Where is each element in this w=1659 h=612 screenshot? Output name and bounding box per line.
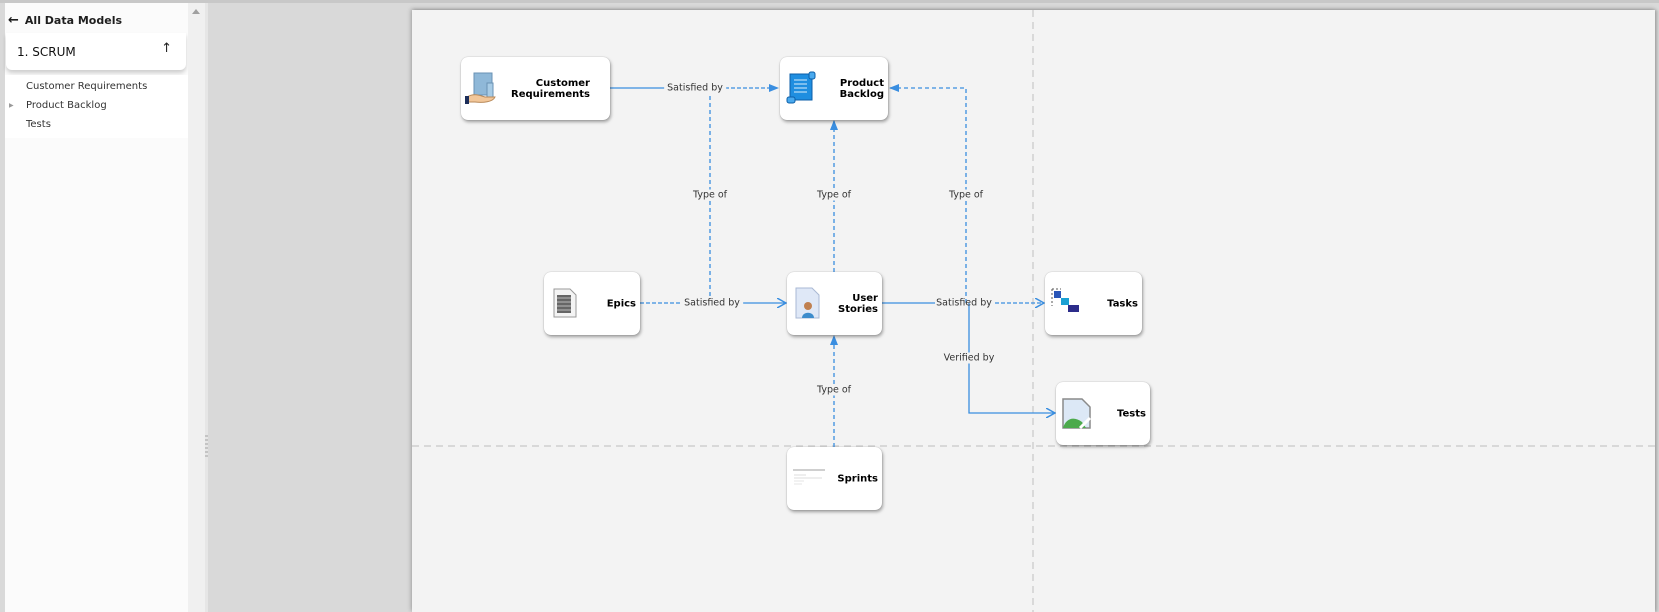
tree-item-label: Customer Requirements <box>26 81 148 92</box>
task-hierarchy-icon <box>1051 288 1079 312</box>
node-sprints[interactable]: Sprints <box>787 447 882 510</box>
data-model-name: 1. SCRUM <box>17 45 76 59</box>
edge-label[interactable]: Verified by <box>940 352 998 364</box>
node-tests[interactable]: Tests <box>1056 382 1150 445</box>
data-model-card[interactable]: 1. SCRUM ↑ <box>6 33 186 70</box>
scroll-icon <box>786 71 816 104</box>
entity-tree: Customer Requirements ▶ Product Backlog … <box>5 75 188 138</box>
node-epics[interactable]: Epics <box>544 272 640 335</box>
top-border <box>0 0 1659 3</box>
node-label: Epics <box>606 298 636 309</box>
edge-label[interactable]: Satisfied by <box>664 82 726 94</box>
edge-label[interactable]: Satisfied by <box>936 297 992 309</box>
tree-item-label: Product Backlog <box>26 100 107 111</box>
node-label: Tasks <box>1107 298 1138 309</box>
expand-caret-icon[interactable]: ▶ <box>9 102 14 109</box>
panel-splitter[interactable] <box>205 3 208 612</box>
sort-arrow-up-icon[interactable]: ↑ <box>161 41 172 56</box>
edge-label[interactable]: Type of <box>946 189 986 201</box>
sidebar: ← All Data Models 1. SCRUM ↑ Customer Re… <box>5 3 188 612</box>
tree-item-label: Tests <box>26 119 51 130</box>
user-document-icon <box>795 287 820 319</box>
table-thumbnail-icon <box>793 469 825 485</box>
back-label: All Data Models <box>24 14 123 27</box>
edge-label[interactable]: Satisfied by <box>681 297 743 309</box>
arrow-left-icon: ← <box>8 13 19 28</box>
tree-item-product-backlog[interactable]: ▶ Product Backlog <box>5 96 188 115</box>
hand-holding-document-icon <box>465 72 496 104</box>
edge-label[interactable]: Type of <box>690 189 730 201</box>
tree-item-tests[interactable]: Tests <box>5 115 188 134</box>
tree-item-customer-requirements[interactable]: Customer Requirements <box>5 77 188 96</box>
node-label: Tests <box>1117 408 1146 419</box>
edge-label[interactable]: Type of <box>814 189 854 201</box>
scroll-up-arrow-icon[interactable] <box>192 9 200 14</box>
text-document-icon <box>553 288 577 318</box>
node-tasks[interactable]: Tasks <box>1045 272 1142 335</box>
node-label: Sprints <box>837 473 878 484</box>
edge-label[interactable]: Type of <box>814 384 854 396</box>
sidebar-scrollbar[interactable] <box>188 3 205 612</box>
broken-image-icon <box>1062 398 1092 430</box>
splitter-grip-handle[interactable] <box>205 435 208 459</box>
back-to-all-data-models-button[interactable]: ← All Data Models <box>8 13 122 28</box>
